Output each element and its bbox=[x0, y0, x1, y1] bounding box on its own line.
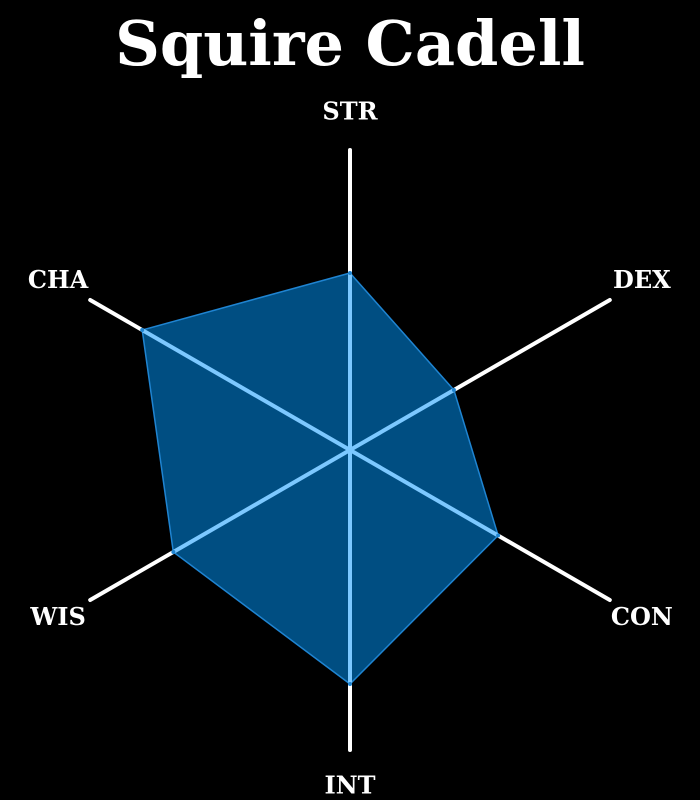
value-spoke-con bbox=[348, 448, 500, 538]
axis-label-dex: DEX bbox=[613, 265, 671, 294]
value-spoke-wis bbox=[172, 448, 351, 554]
data-point-con bbox=[496, 533, 501, 538]
axis-label-cha: CHA bbox=[28, 265, 89, 294]
chart-title: Squire Cadell bbox=[115, 7, 585, 80]
data-point-str bbox=[348, 271, 352, 275]
axis-label-con: CON bbox=[611, 602, 673, 631]
data-point-dex bbox=[451, 388, 456, 392]
axis-label-wis: WIS bbox=[29, 602, 86, 631]
data-point-wis bbox=[171, 550, 176, 554]
axis-label-int: INT bbox=[324, 771, 375, 800]
axis-label-str: STR bbox=[322, 97, 378, 126]
value-spoke-dex bbox=[348, 388, 455, 452]
value-spoke-cha bbox=[141, 328, 351, 452]
data-point-int bbox=[348, 682, 352, 686]
data-point-cha bbox=[140, 328, 145, 332]
series-polygon-0 bbox=[141, 272, 499, 685]
